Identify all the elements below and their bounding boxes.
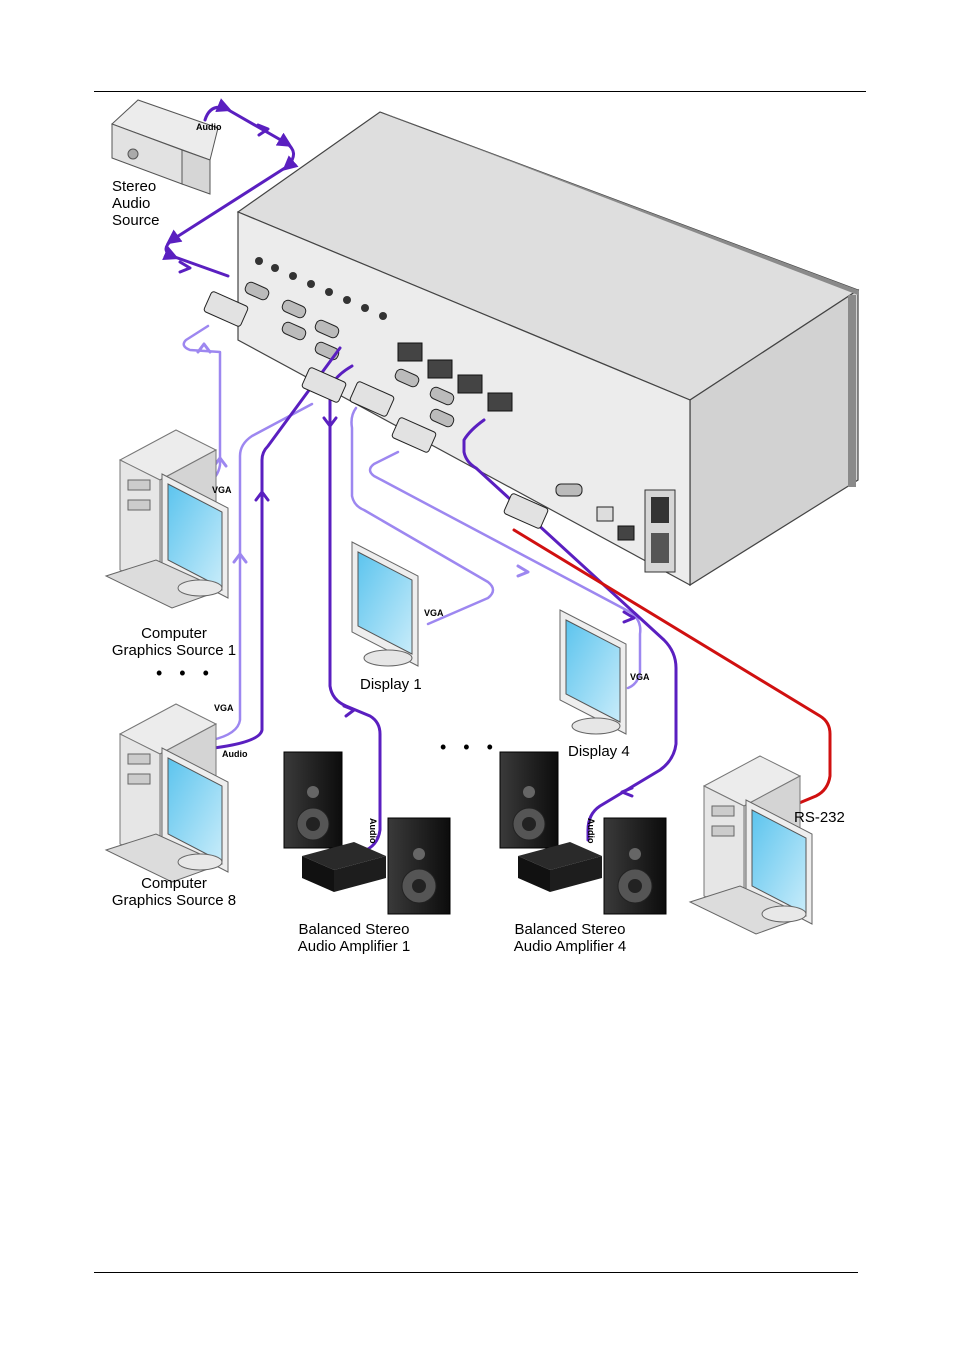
display-1-device [351,541,419,667]
footer-rule [94,1272,858,1273]
rs232-cable [512,528,832,808]
matrix-switcher-unit [236,111,860,587]
vga-cable-source8 [210,402,314,742]
label-line: Balanced Stereo [514,921,626,938]
label-line: Computer [141,625,207,642]
computer-graphics-source-1-device [104,429,229,609]
amplifier-1-label: Balanced Stereo Audio Amplifier 1 [298,921,411,955]
computer-graphics-source-8-device [104,703,229,883]
vga-source8-label: VGA [214,703,234,713]
label-line: Graphics Source 8 [111,892,237,909]
rs232-control-computer-device [688,755,813,935]
audio-cable-amp4 [462,418,678,842]
label-line: Computer [141,875,207,892]
vga-display1-label: VGA [424,608,444,618]
power-switch [651,497,669,523]
label-line: Audio Amplifier 1 [297,938,411,955]
audio-cable-source [162,98,299,278]
sources-ellipsis: • • • [156,663,215,683]
audio-input-jacks [255,257,387,320]
audio-source-cable-label: Audio [196,122,222,132]
label-line: Source [112,212,160,229]
outputs-ellipsis: • • • [440,737,499,757]
vga-plugs [203,291,549,529]
power-socket [651,533,669,563]
display-4-device [559,609,627,735]
display-1-label: Display 1 [360,676,422,693]
switcher-rack-ear-side [848,295,856,487]
stereo-audio-source-label: Stereo Audio Source [112,178,160,229]
header-rule [94,91,866,92]
audio-amplifier-1-device [283,751,451,915]
vga-cable-display4 [368,450,642,690]
label-line: Stereo [112,178,157,195]
computer-source-1-label: Computer Graphics Source 1 [112,625,236,659]
vga-source1-label: VGA [212,485,232,495]
computer-source-8-label: Computer Graphics Source 8 [112,875,236,909]
display-4-label: Display 4 [568,743,630,760]
audio-amp1-cable-label: Audio [368,818,378,844]
audio-cable-source8 [212,346,342,750]
audio-source8-label: Audio [222,749,248,759]
vga-cable-display1 [350,406,495,626]
amplifier-4-label: Balanced Stereo Audio Amplifier 4 [514,921,627,955]
audio-amp4-cable-label: Audio [586,818,596,844]
label-line: Audio [112,195,151,212]
label-line: Graphics Source 1 [111,642,237,659]
label-line: Audio Amplifier 4 [513,938,627,955]
ethernet-port [596,506,614,522]
remote-terminal [617,525,635,541]
audio-output-terminal-blocks [397,342,513,412]
vga-display4-label: VGA [630,672,650,682]
rs232-label: RS-232 [794,809,845,826]
label-line: Balanced Stereo [298,921,410,938]
rs232-port [555,483,583,497]
audio-amplifier-4-device [499,751,667,915]
